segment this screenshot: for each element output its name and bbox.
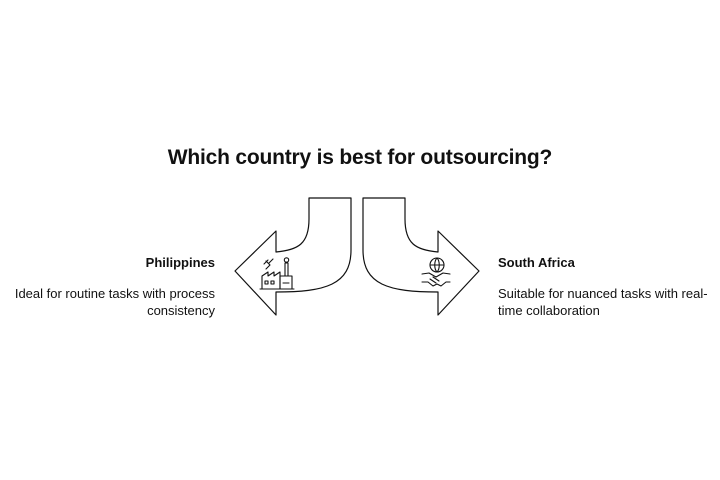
right-arrow [362,197,480,316]
option-philippines-title: Philippines [145,255,215,270]
option-south-africa-title: South Africa [498,255,575,270]
option-south-africa-description: Suitable for nuanced tasks with real-tim… [498,286,708,318]
page-title: Which country is best for outsourcing? [167,146,553,169]
handshake-globe-icon [421,257,451,287]
option-philippines-description: Ideal for routine tasks with process con… [14,286,215,318]
factory-icon [259,257,295,290]
left-arrow [234,197,352,316]
